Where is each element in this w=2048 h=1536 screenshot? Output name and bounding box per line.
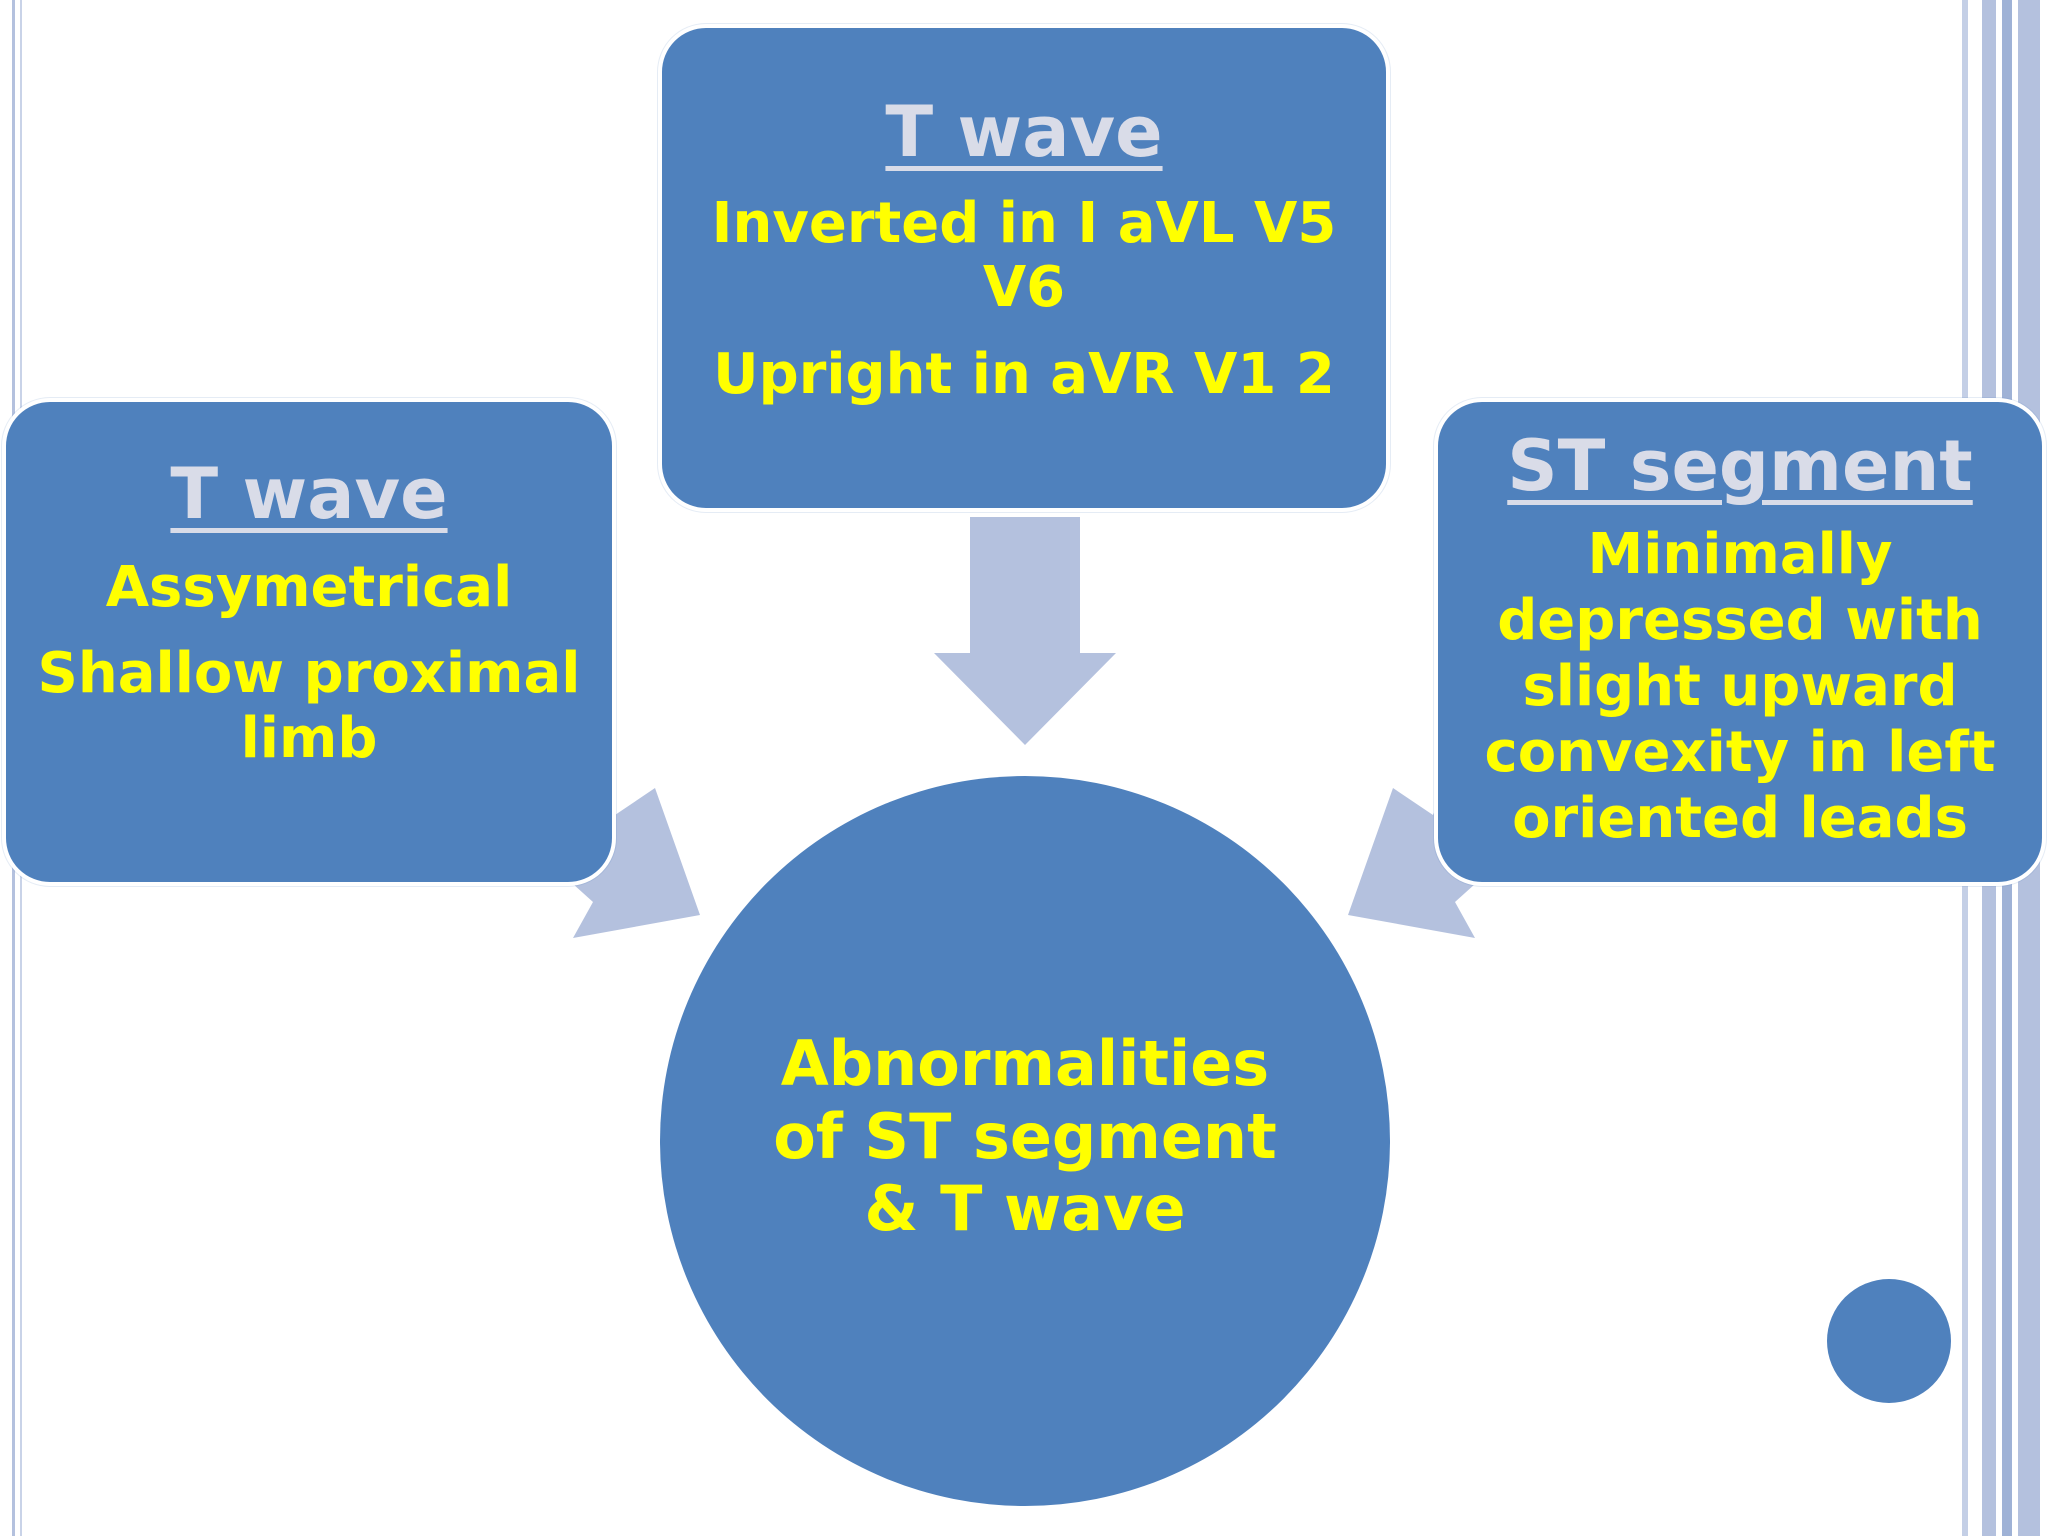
box-text-line: Upright in aVR V1 2 — [713, 341, 1335, 407]
st-segment-box: ST segment Minimally depressed with slig… — [1434, 398, 2046, 886]
box-text-line: limb — [240, 705, 378, 771]
box-title: T wave — [885, 91, 1163, 173]
box-text-line: depressed with — [1497, 588, 1983, 654]
box-text-line: Assymetrical — [105, 555, 513, 620]
t-wave-assymetrical-box: T wave Assymetrical Shallow proximal lim… — [2, 398, 616, 886]
box-text-line: V6 — [982, 255, 1066, 321]
box-text-line: Shallow proximal — [37, 641, 581, 707]
box-text-line: Minimally — [1587, 522, 1893, 587]
box-text-line: oriented leads — [1512, 786, 1968, 852]
arrow-down — [934, 517, 1116, 745]
center-circle-label: Abnormalities of ST segment & T wave — [773, 1027, 1277, 1246]
box-title: T wave — [170, 453, 448, 535]
box-text-line: slight upward — [1522, 654, 1958, 720]
decorative-dot — [1827, 1279, 1951, 1403]
center-circle: Abnormalities of ST segment & T wave — [660, 776, 1390, 1506]
t-wave-inverted-box: T wave Inverted in I aVL V5 V6 Upright i… — [658, 24, 1390, 512]
box-title: ST segment — [1507, 425, 1973, 507]
box-text-line: convexity in left — [1484, 720, 1996, 786]
box-text-line: Inverted in I aVL V5 — [711, 191, 1337, 256]
